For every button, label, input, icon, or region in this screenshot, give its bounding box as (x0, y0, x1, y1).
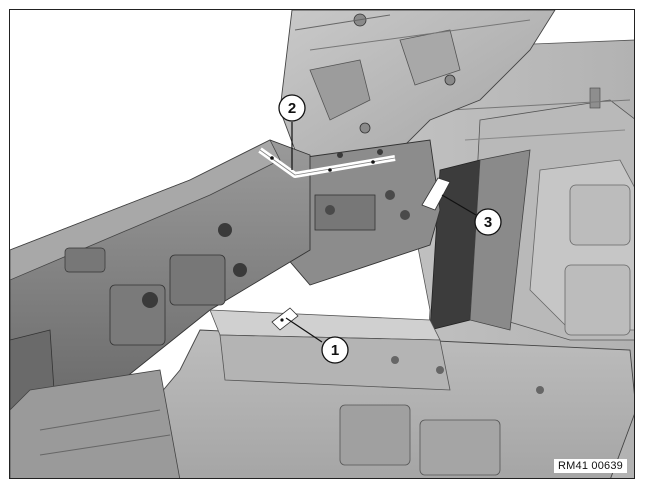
reinforcement-plate-3 (421, 177, 451, 211)
callout-3: 3 (474, 208, 502, 236)
upper-pillar (279, 10, 556, 181)
callout-2: 2 (278, 94, 306, 122)
callout-1: 1 (321, 336, 349, 364)
callout-1-label: 1 (331, 342, 339, 359)
reinforcement-plate-1 (271, 307, 299, 331)
pillar-bracket (279, 139, 441, 286)
callout-leaders (285, 122, 477, 343)
diagram-frame: 2 1 3 RM41 00639 (9, 9, 635, 479)
figure-reference-id: RM41 00639 (554, 459, 627, 473)
lower-floor-structure (10, 309, 634, 478)
reinforcement-strip-2 (258, 147, 396, 178)
callout-2-label: 2 (288, 100, 296, 117)
vehicle-body-illustration: 2 1 3 (10, 10, 634, 478)
callout-3-label: 3 (484, 214, 492, 231)
